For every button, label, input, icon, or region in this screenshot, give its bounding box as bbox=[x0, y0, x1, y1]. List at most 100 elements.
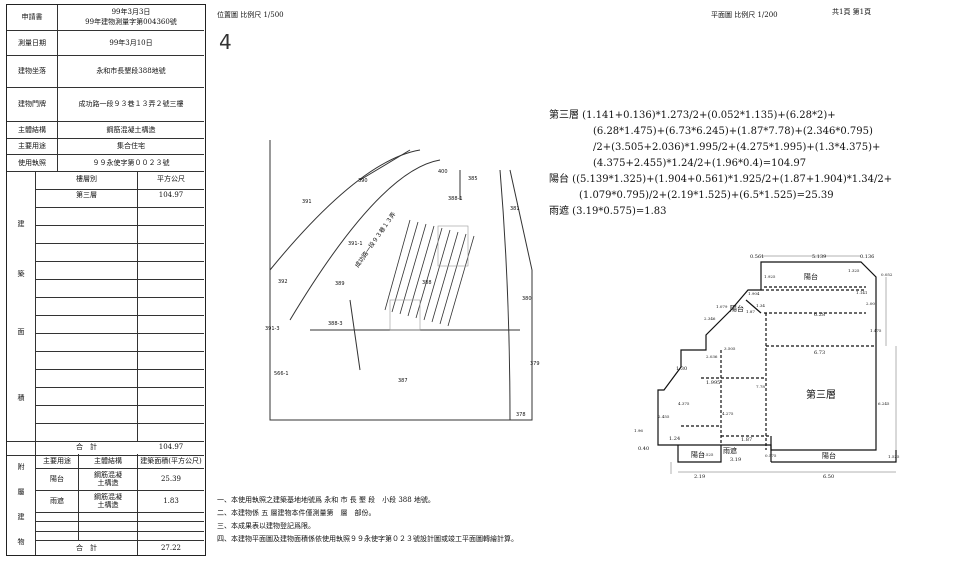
floor-name: 第三層 bbox=[76, 190, 97, 199]
dim-label: 1.87 bbox=[741, 437, 752, 443]
label-building-location: 建物坐落 bbox=[18, 67, 46, 76]
attached-total: 27.22 bbox=[160, 543, 182, 552]
attached-struct: 土構造 bbox=[97, 478, 119, 487]
label-balcony-top: 陽台 bbox=[804, 272, 818, 281]
dim-label: 1.325 bbox=[848, 268, 860, 273]
section-char: 附 bbox=[17, 462, 25, 471]
area-grid-row bbox=[35, 279, 204, 298]
floor-plan: 0.561 5.139 0.136 1.925 1.325 0.052 1.90… bbox=[634, 254, 900, 480]
dim-label: 0.40 bbox=[638, 446, 649, 452]
area-formula: 第三層 (1.141+0.136)*1.273/2+(0.052*1.135)+… bbox=[549, 108, 892, 220]
parcel-label: 391-1 bbox=[348, 241, 363, 247]
parcel-label: 391-3 bbox=[265, 326, 280, 332]
attached-area: 25.39 bbox=[160, 475, 182, 484]
area-grid-row bbox=[35, 369, 204, 388]
dim-label: 4.375 bbox=[678, 401, 690, 406]
dim-label: 3.505 bbox=[724, 346, 736, 351]
section-char: 建 bbox=[17, 512, 25, 521]
dim-label: 0.052 bbox=[881, 272, 893, 277]
attached-use: 陽台 bbox=[50, 475, 64, 484]
parcel-label: 380 bbox=[522, 296, 532, 302]
label-structure: 主體結構 bbox=[18, 125, 46, 134]
dim-label: 0.561 bbox=[750, 254, 764, 260]
structure: 鋼筋混凝土構造 bbox=[106, 125, 156, 134]
dim-label: 1.475 bbox=[870, 328, 882, 333]
col-struct-header: 主體結構 bbox=[94, 457, 122, 466]
dim-label: 1.525 bbox=[702, 452, 714, 457]
dim-label: 4.275 bbox=[722, 411, 734, 416]
attached-struct: 土構造 bbox=[97, 500, 119, 509]
label-balcony-bottom-right: 陽台 bbox=[822, 451, 836, 460]
parcel-label: 388 bbox=[422, 280, 432, 286]
area-grid-row bbox=[35, 297, 204, 316]
formula-line: /2+(3.505+2.036)*1.995/2+(4.275*1.995)+(… bbox=[593, 142, 881, 153]
attached-grid-row bbox=[35, 522, 204, 532]
dim-label: 0.136 bbox=[860, 254, 874, 260]
area-grid-row bbox=[35, 243, 204, 262]
note-line: 一、本使用執照之建築基地地號爲 永和 市 長 墾 段 小段 388 地號。 bbox=[217, 496, 435, 504]
north-arrow-icon: 4 bbox=[219, 30, 232, 54]
section-char: 屬 bbox=[17, 487, 25, 496]
area-grid-row bbox=[35, 387, 204, 406]
parcel-label: 381 bbox=[510, 206, 520, 212]
dim-label: 1.904 bbox=[748, 291, 760, 296]
section-char: 面 bbox=[17, 327, 25, 336]
floor-area: 104.97 bbox=[158, 190, 184, 199]
attached-struct: 鋼筋混凝 bbox=[94, 470, 122, 479]
label-canopy: 雨遮 bbox=[723, 446, 737, 455]
main-use: 集合住宅 bbox=[117, 142, 145, 151]
note-line: 三、本成果表以建物登記爲限。 bbox=[217, 522, 315, 530]
address: 成功路一段９３巷１３弄２號三樓 bbox=[78, 100, 184, 109]
label-application: 申請書 bbox=[21, 13, 43, 22]
parcel-label: 388-1 bbox=[448, 196, 463, 202]
building-location: 永和市長墾段388地號 bbox=[96, 67, 166, 76]
parcel-label: 378 bbox=[516, 412, 526, 418]
area-total-label: 合 計 bbox=[76, 443, 97, 452]
col-divider bbox=[78, 454, 79, 540]
area-grid-row bbox=[35, 405, 204, 424]
attached-struct: 鋼筋混凝 bbox=[94, 492, 122, 501]
note-line: 四、本建物平面圖及建物面積係依使用執照９９永使字第０２３號設計圖或竣工平面圖轉繪… bbox=[217, 535, 518, 543]
dim-label: 6.28 bbox=[814, 312, 825, 318]
col-divider bbox=[137, 454, 138, 555]
label-survey-date: 測量日期 bbox=[18, 39, 46, 48]
section-char: 物 bbox=[17, 537, 25, 546]
dim-label: 1.995 bbox=[706, 380, 720, 386]
section-char: 積 bbox=[17, 393, 25, 402]
formula-line: 第三層 (1.141+0.136)*1.273/2+(0.052*1.135)+… bbox=[549, 110, 836, 121]
formula-line: (6.28*1.475)+(6.73*6.245)+(1.87*7.78)+(2… bbox=[593, 126, 873, 137]
dim-label: 6.73 bbox=[814, 350, 825, 356]
parcel-label: 389 bbox=[335, 281, 345, 287]
col-attached-area-header: 建築面積(平方公尺) bbox=[140, 457, 202, 466]
attached-use: 雨遮 bbox=[50, 497, 64, 506]
col-divider bbox=[137, 171, 138, 441]
area-grid-row bbox=[35, 225, 204, 244]
label-use-permit: 使用執照 bbox=[18, 158, 46, 167]
label-balcony-bottom-left: 陽台 bbox=[691, 450, 705, 459]
attached-total-label: 合 計 bbox=[76, 543, 97, 552]
area-grid-row bbox=[35, 315, 204, 334]
dim-label: 7.78 bbox=[756, 384, 765, 389]
col-area-header: 平方公尺 bbox=[157, 174, 185, 183]
col-floor-header: 樓層別 bbox=[76, 174, 97, 183]
formula-line: (4.375+2.455)*1.24/2+(1.96*0.4)=104.97 bbox=[593, 158, 807, 169]
area-grid-row bbox=[35, 207, 204, 226]
dim-label: 1.87 bbox=[746, 309, 755, 314]
area-total: 104.97 bbox=[158, 443, 184, 452]
dim-label: 1.30 bbox=[676, 366, 687, 372]
formula-line: (1.079*0.795)/2+(2.19*1.525)+(6.5*1.525)… bbox=[579, 190, 834, 201]
dim-label: 6.245 bbox=[878, 401, 890, 406]
formula-line: 陽台 ((5.139*1.325)+(1.904+0.561)*1.925/2+… bbox=[549, 174, 893, 185]
area-grid-row bbox=[35, 351, 204, 370]
parcel-label: 390 bbox=[358, 178, 368, 184]
page-label: 共1頁 第1頁 bbox=[832, 8, 872, 16]
area-grid-row bbox=[35, 189, 204, 208]
note-line: 二、本建物係 五 層建物本件僅測量第 層 部份。 bbox=[217, 509, 376, 517]
label-balcony-mid: 陽台 bbox=[730, 304, 744, 313]
section-char: 築 bbox=[17, 269, 25, 278]
area-grid-row bbox=[35, 171, 204, 190]
application-number: 99年建物測量字第004360號 bbox=[85, 18, 177, 27]
label-floor3: 第三層 bbox=[806, 388, 836, 401]
dim-label: 1.079 bbox=[716, 304, 728, 309]
parcel-label: 387 bbox=[398, 378, 408, 384]
